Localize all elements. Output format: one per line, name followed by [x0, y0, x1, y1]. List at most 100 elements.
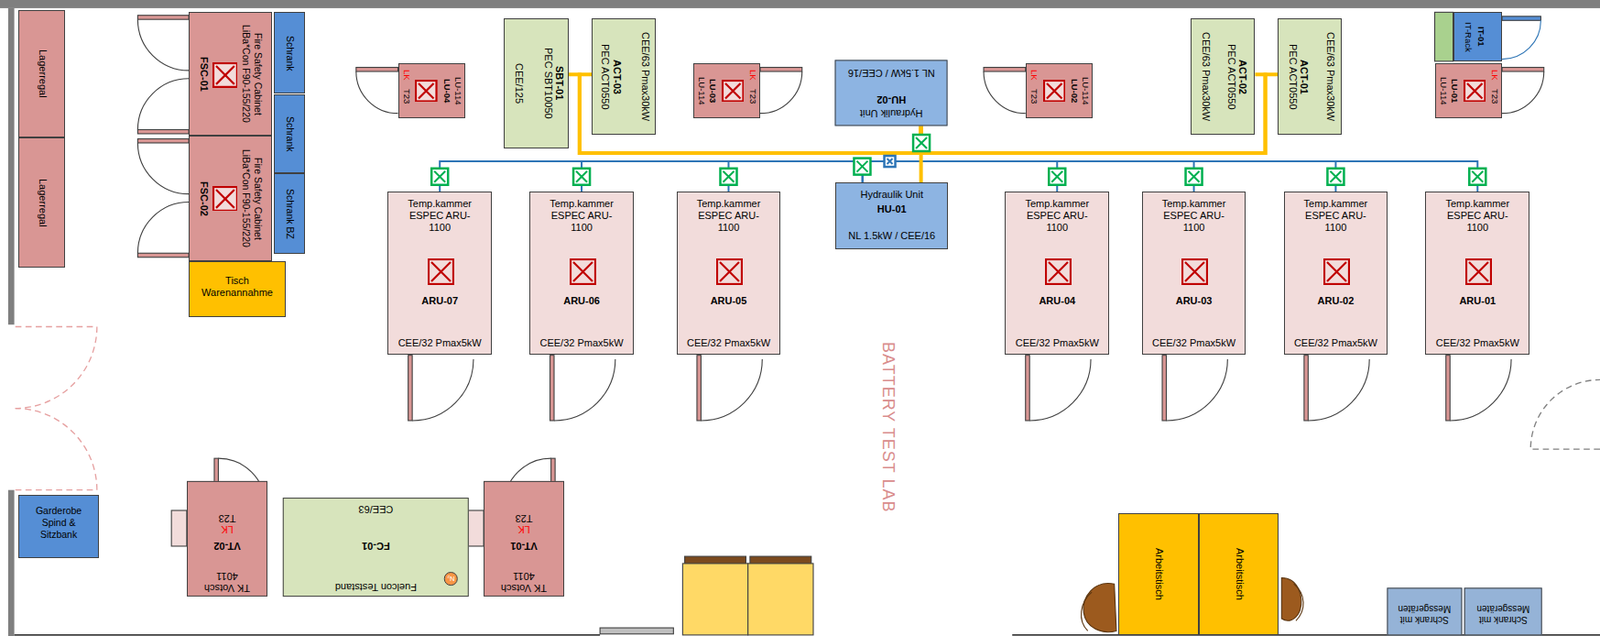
node-text: CEE/63 Pmax30kW: [1324, 19, 1337, 134]
node-text: Arbeitstisch: [1153, 513, 1165, 634]
valve-symbol: [913, 134, 930, 152]
node-text: Fuelcon Teststand: [283, 579, 469, 592]
equipment-symbol: [212, 62, 239, 88]
work-table: Arbeitstisch: [1198, 512, 1279, 635]
double-door: [15, 408, 98, 490]
node-text: HU-01: [836, 203, 947, 216]
equipment-symbol: [1323, 258, 1350, 285]
door-swing: [760, 71, 803, 114]
equipment-symbol: [1043, 79, 1067, 103]
door-swing: [1029, 359, 1091, 421]
node-text: FSC-02: [197, 136, 210, 261]
work-table: Arbeitstisch: [1118, 512, 1199, 635]
node-text: Fire Safety Cabinet LiBa*Con F90-155/220: [240, 136, 264, 261]
test-stand: CEE/63FC-01Fuelcon TeststandN₂: [282, 497, 469, 597]
door-leaf: [983, 67, 1026, 72]
node-text: LU-114: [696, 64, 708, 118]
climate-chamber: Temp.kammer ESPEC ARU-1100ARU-02CEE/32 P…: [1284, 191, 1389, 354]
wardrobe: Garderobe Spind & Sitzbank: [18, 494, 99, 558]
equipment-symbol: [1465, 258, 1492, 285]
node-text: ARU-03: [1142, 294, 1246, 307]
valve-cross: [434, 171, 446, 183]
it-rack: IT-RackIT-01: [1453, 11, 1503, 61]
node-text: TK Votsch 4011: [493, 568, 556, 593]
valve-body: [573, 168, 590, 186]
storage-locker: LU-114LU-02T23LK: [1025, 63, 1094, 119]
cabinet: Schrank: [273, 11, 306, 94]
valves: [431, 134, 1486, 186]
hydraulic-unit: Hydraulik UnitHU-02NL 1.5kW / CEE/16: [835, 59, 948, 126]
door-leaf: [696, 355, 701, 421]
symbol-frame: [213, 63, 238, 88]
wall: [8, 489, 15, 636]
chair-arm: [1294, 583, 1304, 621]
node-text: FSC-01: [197, 12, 210, 135]
node-text: Schrank: [284, 12, 297, 93]
node-text: CEE/32 Pmax5kW: [388, 337, 491, 349]
table: [748, 563, 814, 635]
node-text: IT-01: [1476, 12, 1487, 60]
door-leaf: [1446, 355, 1450, 421]
node-text: Arbeitstisch: [1233, 513, 1246, 634]
node-text: Hydraulik Unit: [836, 107, 947, 120]
valve-cross: [1188, 171, 1200, 183]
node-text: CEE/32 Pmax5kW: [1142, 337, 1246, 349]
node-text: CEE/32 Pmax5kW: [1284, 337, 1388, 349]
node-text: Temp.kammer ESPEC ARU-1100: [403, 197, 476, 235]
symbol-cross: [1046, 83, 1063, 99]
node-text: Hydraulik Unit: [836, 188, 947, 201]
door-leaf: [137, 252, 189, 257]
door-leaf: [1502, 67, 1545, 72]
gas-bottle: N₂: [444, 571, 458, 585]
valve-body: [853, 158, 871, 175]
node-text: SBT-01: [553, 19, 566, 147]
node-text: ACT-03: [610, 19, 623, 134]
chair: [1281, 577, 1301, 621]
node-text: FC-01: [283, 539, 469, 552]
cooling-line: [862, 161, 1478, 192]
node-text: Garderobe Spind & Sitzbank: [29, 504, 89, 540]
node-text: CEE/125: [512, 19, 525, 147]
valve-body: [431, 168, 448, 186]
node-text: CEE/63 Pmax30kW: [1199, 19, 1212, 134]
table: [682, 563, 748, 635]
climate-chamber: Temp.kammer ESPEC ARU-1100ARU-07CEE/32 P…: [387, 191, 492, 354]
storage-locker: LU-114LU-01T23LK: [1435, 63, 1503, 119]
valve-symbol: [884, 155, 896, 167]
climate-chamber: Temp.kammer ESPEC ARU-1100ARU-03CEE/32 P…: [1142, 191, 1247, 354]
symbol-cross: [1048, 261, 1068, 282]
valve-symbol: [1469, 168, 1486, 186]
cabinet: Schrank BZ: [273, 173, 306, 254]
node-text: N₂: [445, 571, 457, 584]
door-leaf: [137, 138, 189, 142]
node-text: TK Votsch 4011: [195, 568, 258, 593]
node-text: LK: [484, 522, 564, 535]
symbol-cross: [725, 83, 741, 99]
door-swing: [137, 142, 189, 195]
cycler: PEC ACT0550ACT-01CEE/63 Pmax30kW: [1277, 18, 1342, 135]
cycler: PEC SBT10050SBT-01CEE/125: [503, 18, 568, 148]
symbol-cross: [418, 83, 435, 99]
door-leaf: [760, 67, 803, 72]
door-swing: [412, 359, 474, 421]
door-swing: [1307, 359, 1370, 421]
equipment-symbol: [427, 258, 455, 285]
node-text: LU-114: [453, 64, 464, 118]
door-swing: [1502, 71, 1545, 114]
door-swing: [137, 19, 189, 71]
hydraulic-unit: Hydraulik UnitHU-01NL 1.5kW / CEE/16: [835, 182, 948, 249]
symbol-cross: [431, 261, 451, 282]
symbol-cross: [573, 261, 593, 282]
valve-body: [884, 155, 896, 167]
fire-safety-cabinet: Fire Safety Cabinet LiBa*Con F90-155/220…: [188, 11, 273, 136]
symbol-frame: [428, 259, 454, 284]
cooling-line: [581, 161, 863, 192]
node-text: ARU-01: [1425, 294, 1529, 307]
fire-safety-cabinet: Fire Safety Cabinet LiBa*Con F90-155/220…: [188, 135, 273, 262]
symbol-frame: [570, 259, 596, 284]
node-text: Schrank mit Messgeräten: [1391, 602, 1459, 625]
symbol-frame: [1182, 259, 1208, 284]
door-leaf: [356, 67, 399, 72]
node-text: NL 1.5kW / CEE/16: [836, 66, 947, 79]
